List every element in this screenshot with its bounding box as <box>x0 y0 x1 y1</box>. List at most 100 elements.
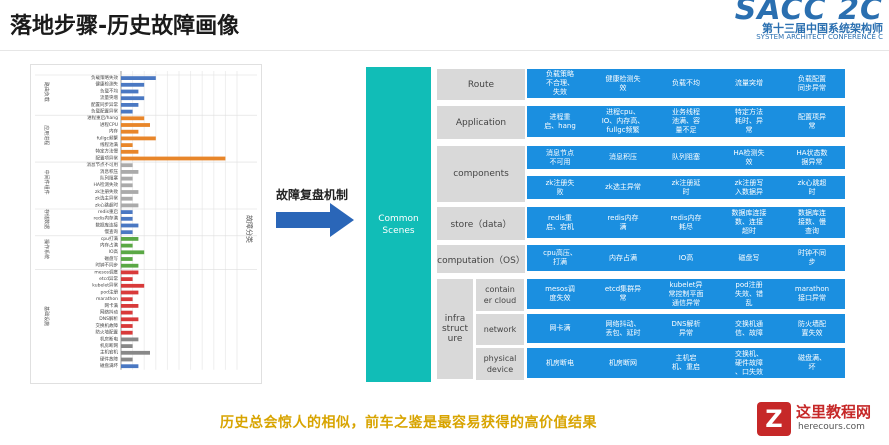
category-label: IO高 <box>109 248 119 255</box>
bar <box>121 190 139 194</box>
scenario-cell: HA状态数 据异常 <box>779 146 845 169</box>
layer-label: Route <box>437 69 525 100</box>
group-label: 基础设施 <box>43 306 50 326</box>
category-label: 网卡满 <box>105 302 119 309</box>
bar <box>121 237 139 241</box>
category-label: HA检测失效 <box>94 181 119 188</box>
bar <box>121 317 139 322</box>
category-label: 内存占满 <box>100 242 118 249</box>
category-label: redis重启 <box>98 208 118 215</box>
scenario-cell: 负载配置 同步异常 <box>779 69 845 98</box>
category-label: fullgc频繁 <box>97 134 119 141</box>
scenario-cell: 防火墙配 置失效 <box>779 314 845 343</box>
bar <box>121 96 145 101</box>
category-label: etcd异常 <box>99 275 118 282</box>
bar <box>121 103 139 107</box>
category-label: 数据库连接 <box>96 221 119 228</box>
bar <box>121 324 133 328</box>
scenario-cell: redis重 启、宕机 <box>527 207 593 238</box>
conference-logo-english: SYSTEM ARCHITECT CONFERENCE C <box>756 33 883 41</box>
category-label: DNS解析 <box>99 315 118 322</box>
bar <box>121 123 150 127</box>
bar <box>121 216 133 221</box>
category-label: 负载不均 <box>100 87 118 94</box>
scenario-cell: zk心跳超 时 <box>779 176 845 199</box>
bar <box>121 330 133 335</box>
category-label: 负载策略失效 <box>91 74 118 81</box>
bar <box>121 310 133 315</box>
bar <box>121 89 139 94</box>
bar <box>121 129 139 134</box>
scenario-cell: 网卡满 <box>527 314 593 343</box>
scenario-cell: 磁盘满、 坏 <box>779 348 845 378</box>
conference-logo-subtitle: 第十三届中国系统架构师 <box>762 22 883 35</box>
common-scenes-box: Common Scenes <box>366 67 431 382</box>
bar <box>121 210 133 214</box>
layer-label: computation（OS） <box>437 245 525 273</box>
bar <box>121 82 145 87</box>
bar <box>121 116 145 121</box>
bar <box>121 290 139 295</box>
bar <box>121 277 133 281</box>
category-label: 内存 <box>109 128 118 135</box>
category-label: 机房断网 <box>100 342 118 349</box>
category-label: 消息积压 <box>100 168 118 175</box>
bar <box>121 183 133 188</box>
bar <box>121 243 133 248</box>
category-label: 磁盘写 <box>105 255 119 262</box>
bar <box>121 357 133 362</box>
category-label: 线程池满 <box>100 141 118 148</box>
category-label: zk选主异常 <box>95 195 118 202</box>
group-label: 存储数据 <box>43 209 50 229</box>
scenario-cell: 主机宕 机、重启 <box>653 348 719 378</box>
infra-label: infra struct ure <box>437 279 473 379</box>
scenario-cell: 交换机通 信、故障 <box>716 314 782 343</box>
category-label: 进程CPU <box>100 121 118 128</box>
category-label: pod注册 <box>101 288 119 295</box>
bar <box>121 76 156 80</box>
scenario-cell: 消息积压 <box>590 146 656 169</box>
infra-sublayer-label: contain er cloud <box>476 279 524 311</box>
category-label: 慢查询 <box>105 228 119 235</box>
scenario-cell: pod注册 失效、错 乱 <box>716 279 782 309</box>
layer-label: components <box>437 146 525 202</box>
scenario-cell: mesos调 度失效 <box>527 279 593 309</box>
right-arrow-icon <box>276 203 354 237</box>
scenario-cell: 数据库连 接数、慢 查询 <box>779 207 845 238</box>
category-label: zk注册失败 <box>95 188 118 195</box>
category-label: marathon <box>96 296 118 302</box>
bar <box>121 136 156 141</box>
scenario-cell: 交换机、 硬件故障 、口失效 <box>716 348 782 378</box>
scenario-cell: zk选主异常 <box>590 176 656 199</box>
bar <box>121 257 133 261</box>
bar <box>121 337 139 342</box>
group-label: 中间件组件 <box>43 170 50 195</box>
scenario-cell: redis内存 耗尽 <box>653 207 719 238</box>
category-label: mesos调度 <box>94 268 118 275</box>
category-label: 进程重启/hang <box>87 114 118 121</box>
bar <box>121 170 139 174</box>
scenario-cell: 网络抖动、 丢包、延时 <box>590 314 656 343</box>
scenario-cell: 机房断电 <box>527 348 593 378</box>
category-label: zk心跳超时 <box>95 201 118 208</box>
layer-label: Application <box>437 106 525 139</box>
scenario-cell: redis内存 满 <box>590 207 656 238</box>
category-label: 防火墙配置 <box>96 329 119 336</box>
scenario-cell: kubelet异 常控制平面 通信异常 <box>653 279 719 309</box>
category-label: 交换机故障 <box>96 322 119 329</box>
scenario-cell: 消息节点 不可用 <box>527 146 593 169</box>
bar <box>121 156 226 161</box>
category-label: 配置同步异常 <box>91 101 118 108</box>
scenario-cell: 流量突增 <box>716 69 782 98</box>
scenario-cell: 内存占满 <box>590 245 656 271</box>
infra-sublayer-label: physical device <box>476 348 524 380</box>
infra-sublayer-label: network <box>476 314 524 345</box>
watermark-logo: Z <box>757 402 791 436</box>
scenario-cell: 特定方法 耗时、异 常 <box>716 106 782 137</box>
scenario-cell: 机房断网 <box>590 348 656 378</box>
category-label: 主机宕机 <box>100 349 118 356</box>
bar <box>121 283 145 288</box>
category-label: kubelet异常 <box>92 282 118 289</box>
bar <box>121 223 139 228</box>
category-label: 负载配置异常 <box>91 108 118 115</box>
